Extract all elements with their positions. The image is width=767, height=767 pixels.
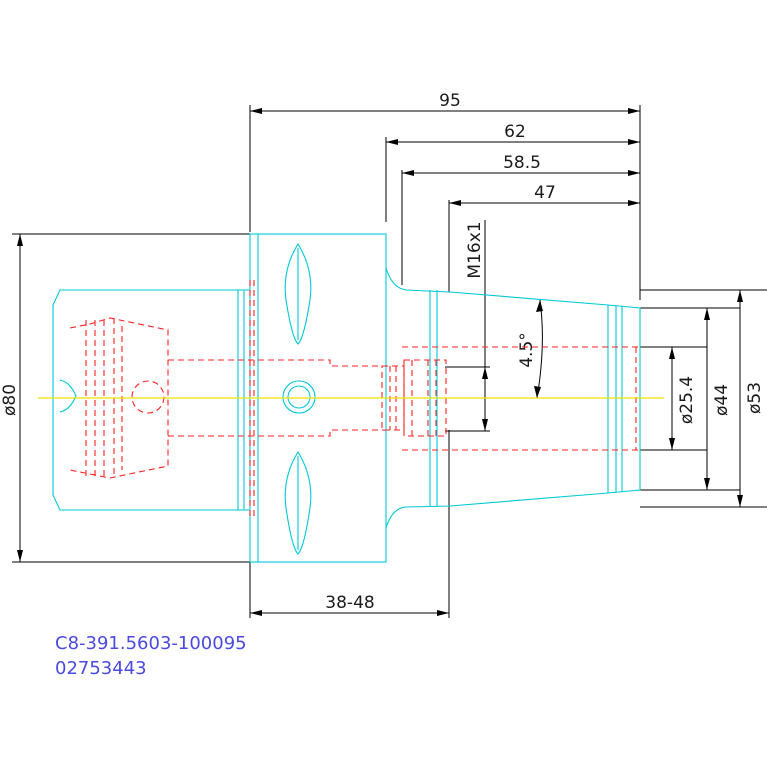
top-dimensions: 95 62 58.5 47 — [249, 91, 641, 300]
dim-gauge: 38-48 — [249, 430, 450, 618]
dim-62-label: 62 — [504, 122, 526, 142]
right-dimensions: ø53 ø44 ø25.4 — [640, 289, 767, 508]
dim-80: ø80 — [0, 233, 250, 563]
dim-thread-label: M16x1 — [465, 221, 485, 278]
dim-95-label: 95 — [439, 91, 461, 111]
dim-53-label: ø53 — [745, 382, 765, 414]
dim-80-label: ø80 — [0, 384, 20, 416]
hidden-lines — [69, 280, 640, 520]
dim-angle: 4.5° — [517, 299, 543, 399]
dim-angle-label: 4.5° — [517, 332, 537, 368]
part-number: 02753443 — [55, 658, 147, 679]
dim-44-label: ø44 — [712, 384, 732, 416]
dim-25-4-label: ø25.4 — [677, 376, 697, 424]
dim-gauge-label: 38-48 — [325, 593, 374, 613]
dim-47-label: 47 — [534, 183, 556, 203]
dim-thread: M16x1 — [445, 220, 490, 432]
dim-58-5-label: 58.5 — [503, 153, 541, 173]
part-code: C8-391.5603-100095 — [55, 633, 247, 654]
